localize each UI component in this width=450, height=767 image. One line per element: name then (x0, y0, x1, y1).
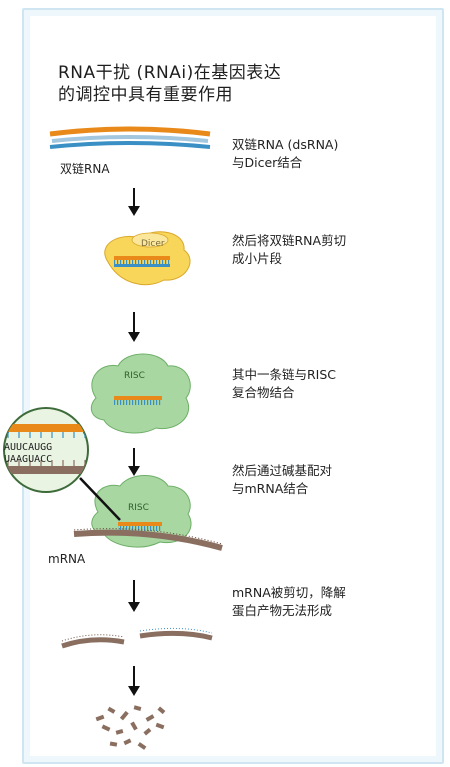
step-4-text-line2: 与mRNA结合 (232, 481, 309, 496)
risc-label: RISC (124, 371, 145, 381)
risc-complex (90, 353, 191, 434)
mrna-strand (73, 528, 223, 551)
step-5-text-line1: mRNA被剪切，降解 (232, 585, 346, 600)
zoom-inset: AUUCAUGG UAAGUACC (3, 407, 89, 493)
step-3-text-line2: 复合物结合 (232, 385, 295, 400)
step-2-text-line1: 然后将双链RNA剪切 (232, 233, 347, 248)
dicer-complex (104, 231, 191, 286)
dsrna-label: 双链RNA (60, 162, 110, 176)
zoom-bottom-sequence: UAAGUACC (4, 454, 52, 465)
step-1-text-line1: 双链RNA (dsRNA) (232, 137, 339, 152)
risc-label: RISC (128, 503, 149, 513)
dicer-label: Dicer (141, 239, 165, 249)
step-2-text-line2: 成小片段 (232, 251, 283, 266)
arrow-down-icon (128, 448, 140, 476)
dsrna-strand (49, 126, 211, 149)
step-5-text-line2: 蛋白产物无法形成 (232, 603, 333, 618)
arrow-down-icon (128, 188, 140, 216)
diagram-title-line1: RNA干扰 (RNAi)在基因表达 (58, 63, 282, 83)
diagram-title-line2: 的调控中具有重要作用 (58, 85, 233, 105)
zoom-top-sequence: AUUCAUGG (4, 442, 52, 453)
arrow-down-icon (128, 580, 140, 612)
cleaved-mrna (61, 627, 213, 649)
step-4-text-line1: 然后通过碱基配对 (232, 463, 333, 478)
arrow-down-icon (128, 312, 140, 342)
step-1-text-line2: 与Dicer结合 (232, 155, 303, 170)
zoom-pointer (79, 477, 121, 521)
arrow-down-icon (128, 666, 140, 696)
mrna-label: mRNA (48, 552, 86, 566)
degraded-fragments (95, 705, 166, 750)
step-3-text-line1: 其中一条链与RISC (232, 367, 337, 382)
